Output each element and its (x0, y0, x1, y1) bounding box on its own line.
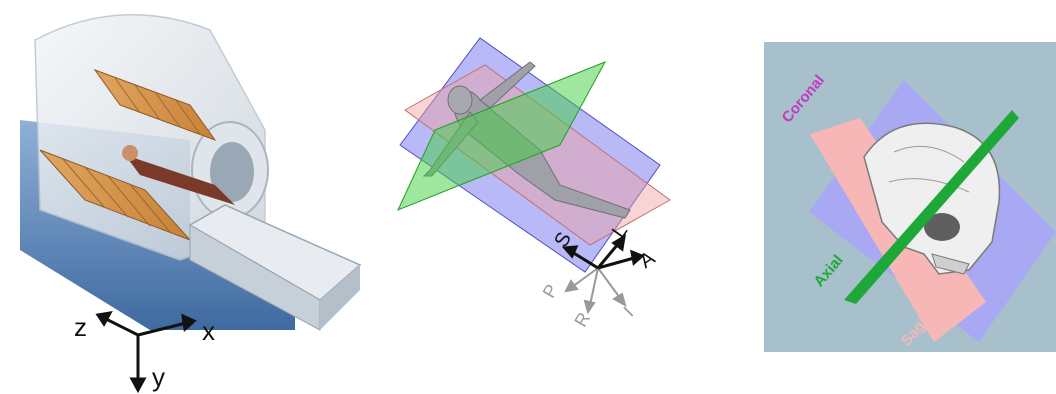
scanner-axes (95, 311, 197, 394)
axial-plane (397, 61, 607, 211)
axis-label-z: z (74, 312, 87, 342)
scanner-bore-inner (210, 142, 254, 202)
axis-label-P: P (539, 281, 562, 301)
patient-head (122, 145, 138, 161)
skull (863, 122, 1001, 275)
human-arm-right (479, 61, 536, 109)
body-axes-front (561, 234, 645, 270)
mri-scanner-panel: z x y (0, 0, 380, 394)
z-arrow-icon (95, 311, 113, 327)
human-head (447, 85, 473, 115)
x-arrow-icon (181, 313, 197, 332)
skull-teeth (931, 253, 970, 275)
axis-label-y: y (152, 362, 165, 392)
body-planes-illustration: S L A P R I (397, 37, 671, 330)
skull-axial-plane (844, 110, 1019, 304)
skull-eye-socket (924, 213, 960, 241)
skull-planes-illustration: Coronal Axial Sagittal (764, 42, 1056, 352)
patient (125, 155, 235, 205)
body-planes-panel: S L A P R I (380, 0, 710, 394)
mri-scanner-illustration: z x y (20, 13, 362, 394)
axis-label-R: R (570, 309, 594, 330)
body-axes-back (564, 267, 627, 315)
y-arrow-icon (129, 377, 147, 394)
axis-label-A: A (636, 247, 660, 273)
skull-planes-panel: Coronal Axial Sagittal (764, 42, 1056, 352)
table-end (320, 265, 360, 330)
upper-gradient-coil (93, 68, 217, 142)
axis-label-x: x (202, 316, 215, 346)
axis-label-I: I (620, 303, 638, 321)
